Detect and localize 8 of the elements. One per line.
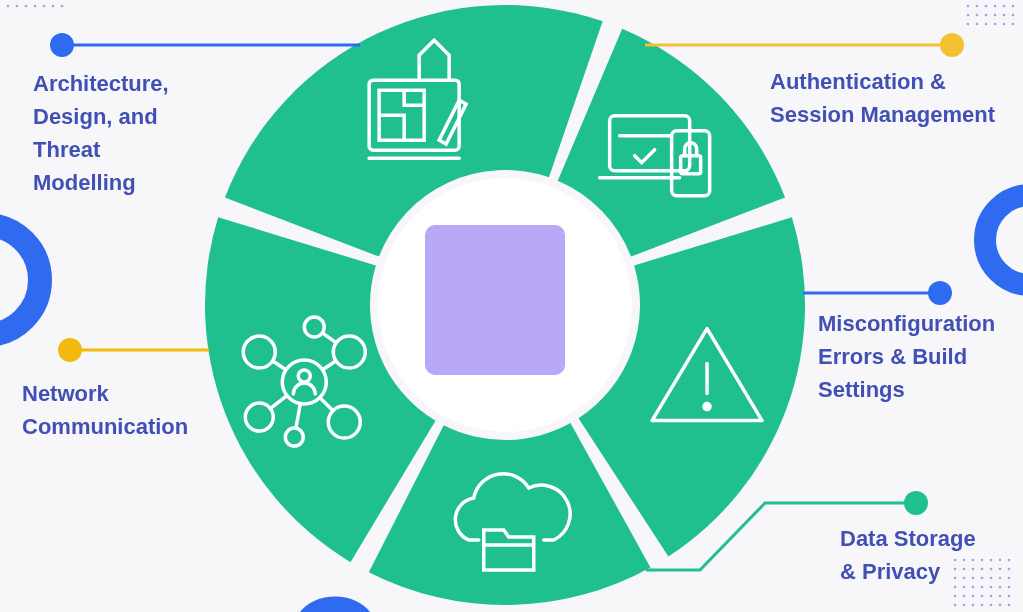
topic-label: Authentication & Session Management — [770, 65, 1015, 131]
topic-label: Architecture, Design, and Threat Modelling — [33, 67, 198, 199]
topic-label: Misconfiguration Errors & Build Settings — [818, 307, 1003, 406]
topic-label: Data Storage & Privacy — [840, 522, 990, 588]
circle-segment — [224, 5, 603, 257]
circle-segment — [578, 217, 805, 557]
topic-label: Network Communication — [22, 377, 207, 443]
circle-segment — [368, 423, 651, 605]
